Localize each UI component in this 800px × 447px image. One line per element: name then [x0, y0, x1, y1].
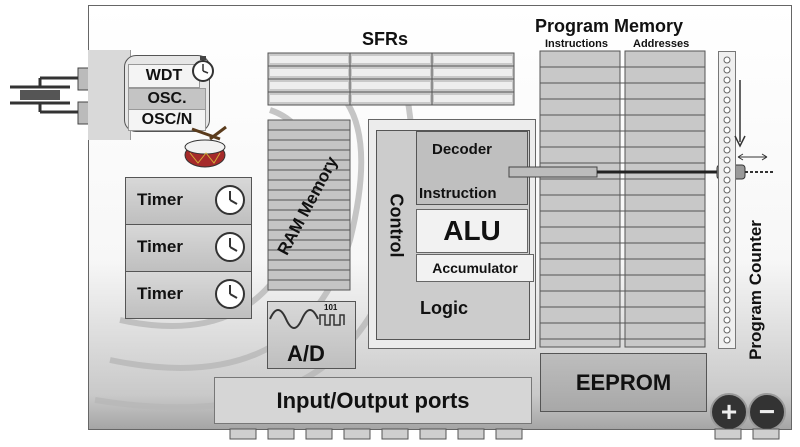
instructions-header: Instructions [545, 38, 608, 50]
io-ports-block: Input/Output ports [214, 377, 532, 424]
bottom-pins [229, 428, 780, 440]
down-arrow-icon [734, 80, 746, 148]
power-minus-button: − [748, 393, 786, 431]
drum-icon [184, 125, 227, 168]
timer-label-2: Timer [137, 237, 183, 256]
clock-icon-3 [215, 279, 245, 309]
instruction-label: Instruction [419, 185, 497, 202]
decoder-label: Decoder [432, 141, 493, 158]
analog-waveform-icon [269, 309, 345, 329]
timer-label-3: Timer [137, 284, 183, 303]
control-label: Control [386, 193, 407, 258]
sfrs-grid [267, 52, 515, 106]
sfrs-register-block [267, 52, 515, 106]
ram-grid [267, 119, 351, 291]
addresses-header: Addresses [633, 38, 690, 50]
power-plus-button: + [710, 393, 748, 431]
program-counter-label: Program Counter [746, 220, 765, 360]
oscn-label: OSC/N [128, 109, 206, 131]
adc-bits-label: 101 [324, 303, 338, 312]
clock-icon-1 [215, 185, 245, 215]
ram-memory-block [267, 119, 351, 291]
clock-icon-2 [215, 232, 245, 262]
wdt-label: WDT [128, 64, 200, 88]
stopwatch-icon [192, 56, 214, 82]
program-memory-grid [539, 50, 706, 348]
program-counter-strip [718, 51, 736, 349]
osc-backplate [88, 50, 131, 140]
program-counter-holes [723, 56, 731, 344]
adc-label: A/D [287, 341, 325, 366]
timer-label-1: Timer [137, 190, 183, 209]
alu-label: ALU [416, 209, 528, 253]
logic-label: Logic [420, 298, 468, 318]
eeprom-block: EEPROM [540, 353, 707, 412]
accumulator-label: Accumulator [416, 254, 534, 282]
program-memory-title: Program Memory [535, 16, 684, 36]
sfrs-title: SFRs [362, 29, 409, 49]
instruction-pointer-arrow [508, 153, 775, 180]
program-memory-cells [539, 50, 706, 348]
osc-label: OSC. [128, 88, 206, 110]
